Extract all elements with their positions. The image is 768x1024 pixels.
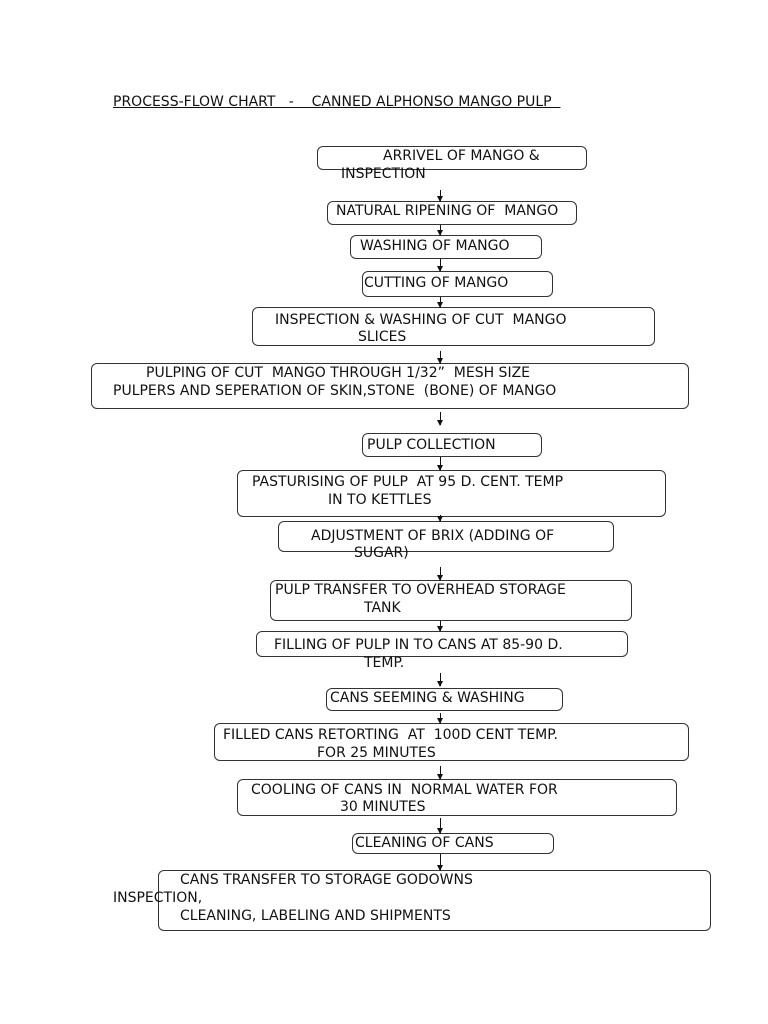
flow-step-2: [327, 201, 577, 225]
flow-arrow: [437, 297, 443, 308]
flow-step-7-text: PULP COLLECTION: [367, 437, 496, 453]
flow-step-6-text: PULPING OF CUT MANGO THROUGH 1/32” MESH …: [146, 365, 531, 381]
flow-step-12: [326, 688, 563, 711]
flow-step-14-text: 30 MINUTES: [340, 799, 426, 815]
flow-step-10-text: TANK: [364, 600, 401, 616]
flow-step-13-text: FILLED CANS RETORTING AT 100D CENT TEMP.: [223, 727, 558, 743]
flow-step-8: [237, 470, 666, 517]
flow-step-9-text: ADJUSTMENT OF BRIX (ADDING OF: [311, 528, 555, 544]
flow-arrow: [437, 713, 443, 724]
flow-step-2-text: NATURAL RIPENING OF MANGO: [336, 203, 559, 219]
flow-step-8-text: PASTURISING OF PULP AT 95 D. CENT. TEMP: [252, 474, 564, 490]
flow-step-14-text: COOLING OF CANS IN NORMAL WATER FOR: [251, 782, 558, 798]
flow-step-3-text: WASHING OF MANGO: [360, 238, 510, 254]
flow-step-16-text: INSPECTION,: [113, 890, 203, 906]
flow-step-7: [362, 433, 542, 457]
flow-step-4: [362, 271, 553, 297]
flow-arrow: [437, 673, 443, 687]
flow-arrow: [437, 412, 443, 426]
flow-step-5: [252, 307, 655, 346]
flow-arrow: [437, 567, 443, 581]
flow-step-1-text: ARRIVEL OF MANGO &: [383, 148, 540, 164]
flow-step-16: [158, 870, 711, 931]
flow-arrow: [437, 766, 443, 780]
flow-step-5-text: SLICES: [358, 329, 407, 345]
flow-step-1: [317, 146, 587, 170]
flow-step-11-text: FILLING OF PULP IN TO CANS AT 85-90 D.: [274, 637, 563, 653]
flow-step-4-text: CUTTING OF MANGO: [364, 275, 509, 291]
flow-arrow: [437, 190, 443, 202]
flow-step-16-text: CANS TRANSFER TO STORAGE GODOWNS: [180, 872, 473, 888]
flow-step-16-text: CLEANING, LABELING AND SHIPMENTS: [180, 908, 451, 924]
flow-step-13-text: FOR 25 MINUTES: [317, 745, 436, 761]
flow-step-10-text: PULP TRANSFER TO OVERHEAD STORAGE: [275, 582, 566, 598]
flow-step-3: [350, 235, 542, 259]
flow-arrow: [437, 259, 443, 272]
flow-step-9-text: SUGAR): [354, 545, 409, 561]
flow-step-9: [278, 521, 614, 552]
flow-step-12-text: CANS SEEMING & WASHING: [330, 690, 525, 706]
flow-step-15-text: CLEANING OF CANS: [355, 835, 494, 851]
flow-arrow: [437, 515, 443, 522]
flow-step-8-text: IN TO KETTLES: [328, 492, 432, 508]
flow-arrow: [437, 351, 443, 364]
page-title: PROCESS-FLOW CHART - CANNED ALPHONSO MAN…: [113, 94, 561, 110]
flow-step-13: [214, 723, 689, 761]
flow-step-15: [352, 833, 554, 854]
flow-step-11-text: TEMP.: [364, 655, 405, 671]
flow-step-6: [91, 363, 689, 409]
flow-arrow: [437, 818, 443, 834]
flow-step-14: [237, 779, 677, 816]
flow-step-10: [270, 580, 632, 621]
flow-arrow: [437, 621, 443, 632]
flow-step-6-text: PULPERS AND SEPERATION OF SKIN,STONE (BO…: [113, 383, 557, 399]
flow-arrow: [437, 225, 443, 236]
flow-arrow: [437, 457, 443, 471]
flow-arrow: [437, 854, 443, 871]
flow-step-5-text: INSPECTION & WASHING OF CUT MANGO: [275, 312, 567, 328]
flow-step-1-text: INSPECTION: [341, 166, 426, 182]
